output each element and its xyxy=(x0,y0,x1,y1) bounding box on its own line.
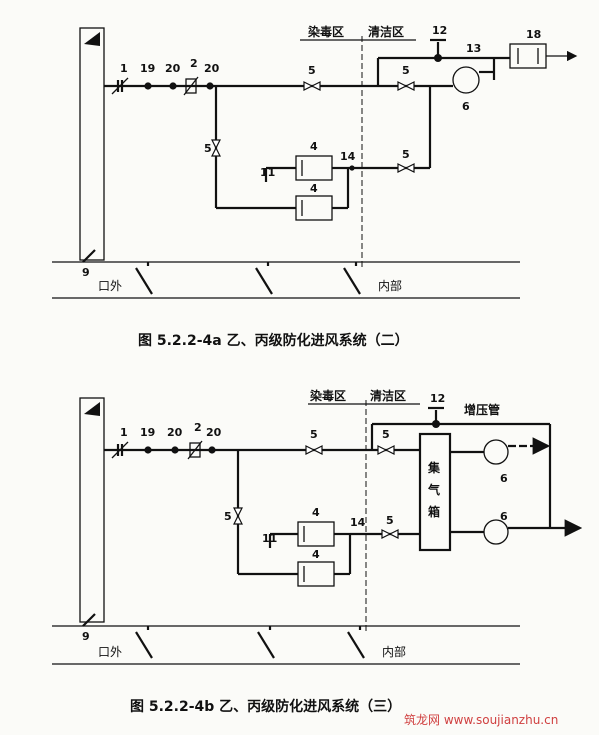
branch-b xyxy=(233,450,420,587)
upper-pipe-a xyxy=(376,38,578,94)
num-5d-b: 5 xyxy=(386,514,394,527)
num-5c-b: 5 xyxy=(224,510,232,523)
diagram-b: 集 气 箱 染毒区 清洁区 增压管 口外 内部 1 19 20 2 20 xyxy=(52,388,583,715)
fans-b xyxy=(450,437,583,545)
main-pipe-a xyxy=(104,76,432,96)
zone-dirty-label-b: 染毒区 xyxy=(309,388,346,403)
box-char-3: 箱 xyxy=(428,504,440,519)
caption-a: 图 5.2.2-4a 乙、丙级防化进风系统（二） xyxy=(138,332,409,349)
num-20a-b: 20 xyxy=(167,426,183,439)
num-2-a: 2 xyxy=(190,57,198,70)
inside-label-b: 内部 xyxy=(382,644,406,659)
main-pipe-b xyxy=(104,440,420,460)
num-14-a: 14 xyxy=(340,150,356,163)
num-9-b: 9 xyxy=(82,630,90,643)
num-20b-a: 20 xyxy=(204,62,220,75)
num-5a-b: 5 xyxy=(310,428,318,441)
num-1-b: 1 xyxy=(120,426,128,439)
num-20a-a: 20 xyxy=(165,62,181,75)
num-6b-b: 6 xyxy=(500,510,508,523)
num-11-a: 11 xyxy=(260,166,275,179)
num-5c-a: 5 xyxy=(204,142,212,155)
num-6-a: 6 xyxy=(462,100,470,113)
branch-a xyxy=(211,86,432,221)
collector-box-b: 集 气 箱 xyxy=(418,432,452,552)
num-20b-b: 20 xyxy=(206,426,222,439)
num-2-b: 2 xyxy=(194,421,202,434)
num-1-a: 1 xyxy=(120,62,128,75)
num-12-a: 12 xyxy=(432,24,447,37)
num-13-a: 13 xyxy=(466,42,481,55)
num-4a-a: 4 xyxy=(310,140,318,153)
outside-label-a: 口外 xyxy=(98,279,122,293)
caption-b: 图 5.2.2-4b 乙、丙级防化进风系统（三） xyxy=(130,698,401,715)
wall-b xyxy=(79,397,105,627)
num-11-b: 11 xyxy=(262,532,277,545)
outside-label-b: 口外 xyxy=(98,645,122,659)
watermark: 筑龙网 www.soujianzhu.cn xyxy=(404,712,558,727)
num-5d-a: 5 xyxy=(402,148,410,161)
num-5b-b: 5 xyxy=(382,428,390,441)
num-4a-b: 4 xyxy=(312,506,320,519)
num-5a-a: 5 xyxy=(308,64,316,77)
num-12-b: 12 xyxy=(430,392,445,405)
box-char-2: 气 xyxy=(427,482,440,497)
num-9-a: 9 xyxy=(82,266,90,279)
num-19-b: 19 xyxy=(140,426,155,439)
ground-markers-b xyxy=(135,626,365,659)
num-4b-b: 4 xyxy=(312,548,320,561)
num-6a-b: 6 xyxy=(500,472,508,485)
zone-dirty-label-a: 染毒区 xyxy=(307,24,344,39)
num-18-a: 18 xyxy=(526,28,541,41)
pressure-pipe-b xyxy=(370,406,552,528)
num-4b-a: 4 xyxy=(310,182,318,195)
inside-label-a: 内部 xyxy=(378,278,402,293)
diagram-a: 染毒区 清洁区 口外 内部 1 19 20 2 20 5 5 5 5 4 4 1… xyxy=(52,24,578,349)
ground-markers-a xyxy=(135,262,361,295)
num-19-a: 19 xyxy=(140,62,155,75)
pressure-pipe-label: 增压管 xyxy=(464,402,500,417)
num-14-b: 14 xyxy=(350,516,366,529)
zone-clean-label-b: 清洁区 xyxy=(370,388,406,403)
num-5b-a: 5 xyxy=(402,64,410,77)
box-char-1: 集 xyxy=(427,460,441,475)
zone-clean-label-a: 清洁区 xyxy=(368,24,404,39)
wall-a xyxy=(79,27,105,263)
